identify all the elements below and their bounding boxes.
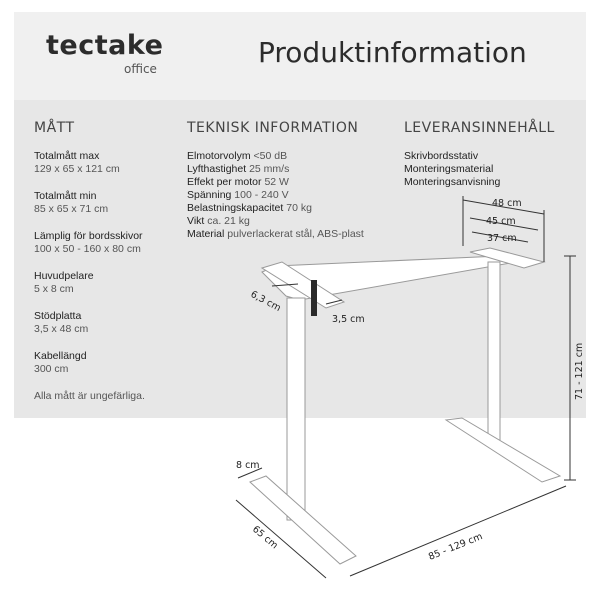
dim-label-foot: 8 cm <box>236 460 260 471</box>
spec-label: Totalmått min <box>34 190 97 202</box>
tech-label: Belastningskapacitet <box>187 202 284 214</box>
dim-line-depth <box>235 499 327 579</box>
spec-label: Huvudpelare <box>34 270 94 282</box>
tech-label: Effekt per motor <box>187 176 262 188</box>
tech-value: ca. 21 kg <box>207 215 250 227</box>
teknisk-heading: TEKNISK INFORMATION <box>187 120 359 136</box>
spec-value: 85 x 65 x 71 cm <box>34 203 109 215</box>
spec-label: Stödplatta <box>34 310 82 322</box>
tech-label: Elmotorvolym <box>187 150 251 162</box>
right-foot <box>444 417 562 483</box>
dim-line-profile <box>325 299 343 305</box>
delivery-item: Skrivbordsstativ <box>404 150 479 162</box>
tech-value: 100 - 240 V <box>234 189 289 201</box>
tech-row: Material pulverlackerat stål, ABS-plast <box>187 228 392 241</box>
left-foot <box>249 475 357 565</box>
dim-label-beam: 6,3 cm <box>249 289 283 314</box>
spec-item: Totalmått min 85 x 65 x 71 cm <box>34 190 174 216</box>
tech-row: Vikt ca. 21 kg <box>187 215 392 228</box>
dimensions-note: Alla mått är ungefärliga. <box>34 390 145 402</box>
spec-item: Totalmått max 129 x 65 x 121 cm <box>34 150 174 176</box>
spec-value: 3,5 x 48 cm <box>34 323 89 335</box>
dim-line-foot <box>237 467 263 479</box>
page-title: Produktinformation <box>258 36 527 69</box>
spec-label: Lämplig för bordsskivor <box>34 230 143 242</box>
teknisk-column: Elmotorvolym <50 dB Lyfthastighet 25 mm/… <box>187 150 392 241</box>
motor-block <box>311 280 317 316</box>
tech-value: 70 kg <box>286 202 312 214</box>
dim-line-length <box>349 485 567 577</box>
tech-row: Spänning 100 - 240 V <box>187 189 392 202</box>
tech-value: 52 W <box>264 176 289 188</box>
dim-label-48: 48 cm <box>492 198 522 209</box>
brand-logo: tectake <box>46 30 164 61</box>
dim-line-beam <box>271 283 299 287</box>
spec-value: 300 cm <box>34 363 69 375</box>
left-column <box>286 297 306 521</box>
dim-line-45 <box>469 217 539 231</box>
spec-item: Huvudpelare 5 x 8 cm <box>34 270 174 296</box>
spec-label: Totalmått max <box>34 150 100 162</box>
tech-row: Effekt per motor 52 W <box>187 176 392 189</box>
spec-label: Kabellängd <box>34 350 87 362</box>
tech-value: <50 dB <box>253 150 288 162</box>
dim-label-37: 37 cm <box>487 233 517 244</box>
matt-column: Totalmått max 129 x 65 x 121 cm Totalmåt… <box>34 150 174 403</box>
leverans-column: Skrivbordsstativ Monteringsmaterial Mont… <box>404 150 574 189</box>
brand-subtitle: office <box>124 62 157 76</box>
tech-row: Lyfthastighet 25 mm/s <box>187 163 392 176</box>
delivery-item: Monteringsanvisning <box>404 176 501 188</box>
left-bracket <box>260 261 346 309</box>
tech-row: Elmotorvolym <50 dB <box>187 150 392 163</box>
tech-row: Belastningskapacitet 70 kg <box>187 202 392 215</box>
dim-label-height: 71 - 121 cm <box>574 343 585 400</box>
header-band <box>14 12 586 100</box>
spec-item: Stödplatta 3,5 x 48 cm <box>34 310 174 336</box>
tech-label: Vikt <box>187 215 205 227</box>
tech-label: Material <box>187 228 225 240</box>
delivery-item: Monteringsmaterial <box>404 163 494 175</box>
dim-label-depth: 65 cm <box>250 524 280 551</box>
matt-heading: MÅTT <box>34 120 75 136</box>
spec-value: 129 x 65 x 121 cm <box>34 163 120 175</box>
dim-label-length: 85 - 129 cm <box>427 531 484 563</box>
leverans-heading: LEVERANSINNEHÅLL <box>404 120 555 136</box>
spec-value: 100 x 50 - 160 x 80 cm <box>34 243 141 255</box>
dim-label-45: 45 cm <box>486 216 516 227</box>
dim-line-37 <box>471 231 529 243</box>
tech-value: pulverlackerat stål, ABS-plast <box>227 228 364 240</box>
tech-label: Lyfthastighet <box>187 163 247 175</box>
dim-label-profile: 3,5 cm <box>332 314 365 325</box>
spec-item: Kabellängd 300 cm <box>34 350 174 376</box>
tech-label: Spänning <box>187 189 232 201</box>
right-column <box>487 261 501 445</box>
tech-value: 25 mm/s <box>249 163 290 175</box>
dim-line-48 <box>462 199 545 215</box>
spec-item: Lämplig för bordsskivor 100 x 50 - 160 x… <box>34 230 174 256</box>
spec-value: 5 x 8 cm <box>34 283 74 295</box>
